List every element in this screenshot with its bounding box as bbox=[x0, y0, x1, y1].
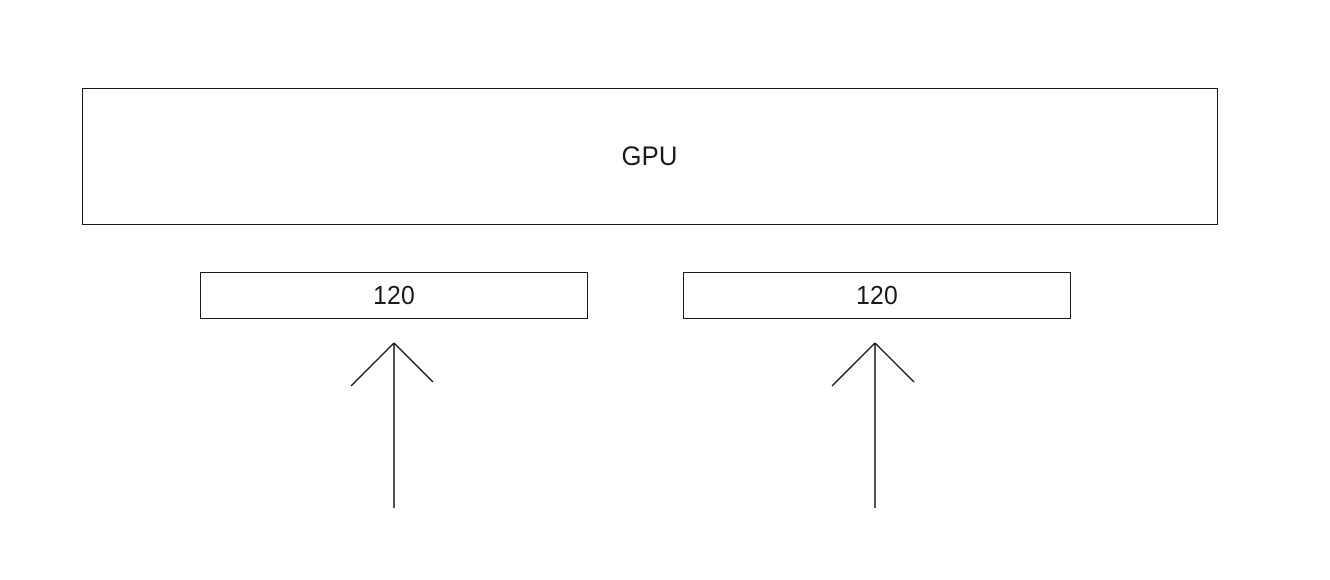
gpu-box: GPU bbox=[82, 88, 1218, 225]
gpu-box-label: GPU bbox=[621, 141, 679, 171]
value-box-left: 120 bbox=[200, 272, 588, 319]
value-box-right-label: 120 bbox=[856, 280, 898, 310]
arrow-up-icon bbox=[825, 340, 925, 510]
value-box-left-label: 120 bbox=[373, 280, 415, 310]
arrow-up-icon bbox=[344, 340, 444, 510]
value-box-right: 120 bbox=[683, 272, 1071, 319]
